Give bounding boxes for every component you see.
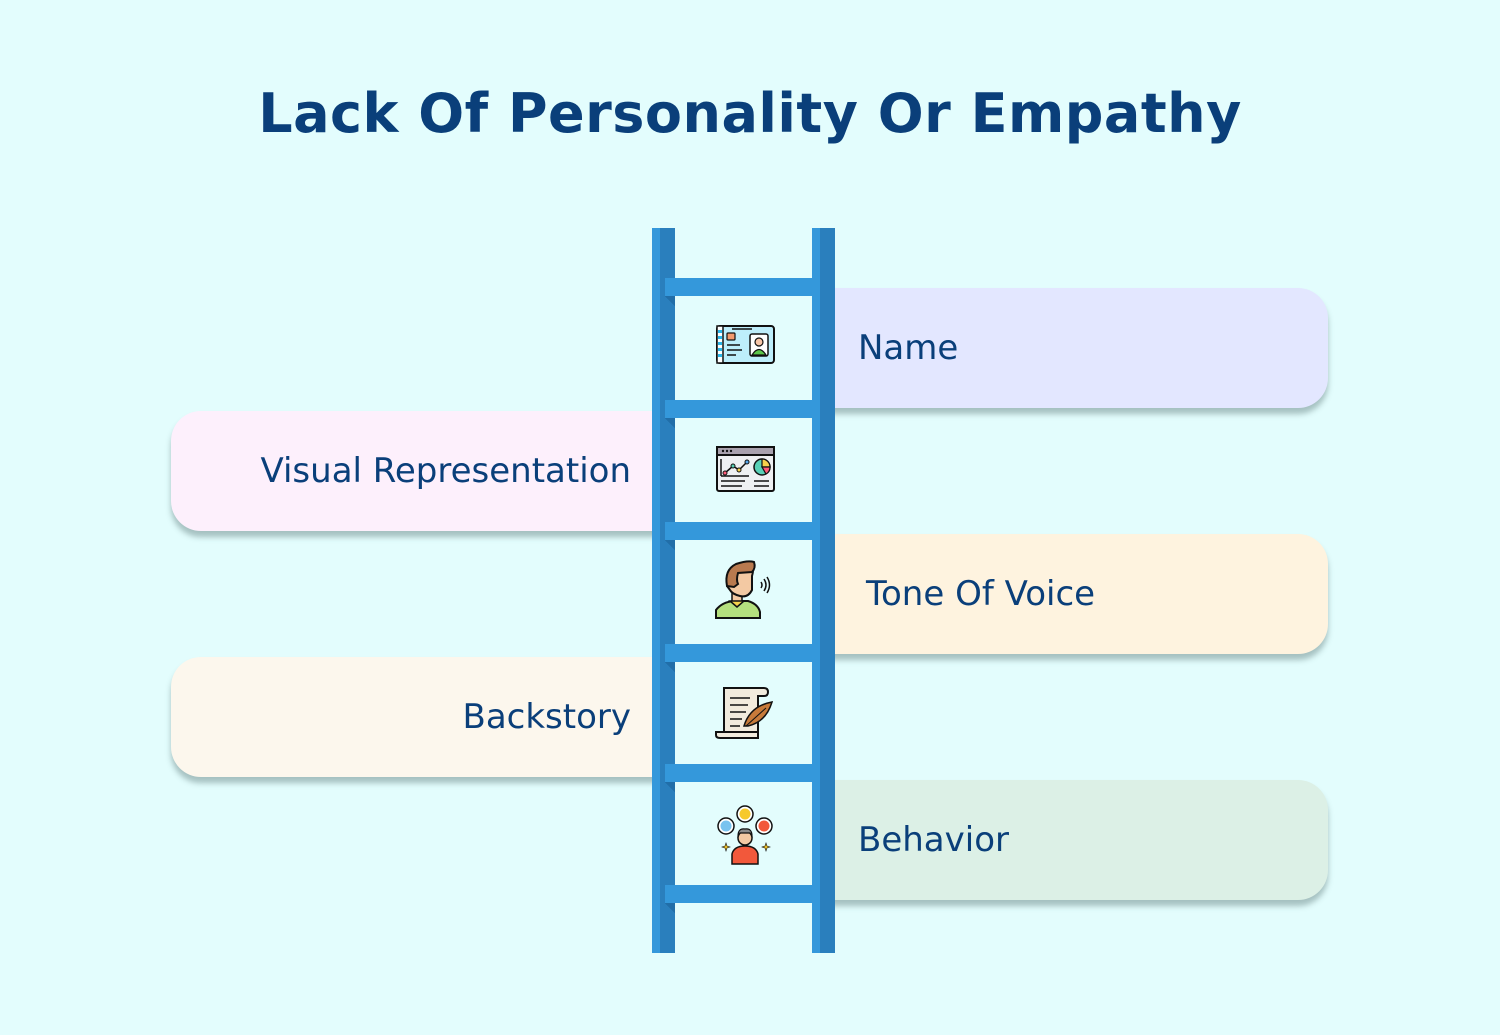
ladder-left-rail	[652, 228, 675, 953]
ladder-right-rail	[812, 228, 835, 953]
speaking-person-icon	[715, 560, 771, 619]
step-card-visual-representation: Visual Representation	[171, 411, 661, 531]
scroll-quill-icon	[715, 687, 774, 739]
step-card-backstory: Backstory	[171, 657, 661, 777]
ladder-rung	[665, 522, 812, 550]
ladder-rung	[665, 278, 812, 306]
step-label: Behavior	[858, 820, 1009, 860]
step-card-tone-of-voice: Tone Of Voice	[825, 534, 1328, 654]
step-label: Tone Of Voice	[866, 574, 1096, 614]
step-card-name: Name	[825, 288, 1328, 408]
ladder-rung	[665, 764, 812, 792]
step-card-behavior: Behavior	[825, 780, 1328, 900]
analytics-dashboard-icon	[716, 446, 775, 492]
id-card-icon	[716, 325, 775, 364]
ladder-rung	[665, 400, 812, 428]
step-label: Name	[858, 328, 959, 368]
page-title: Lack Of Personality Or Empathy	[258, 82, 1242, 145]
step-label: Backstory	[462, 697, 632, 737]
emotions-person-icon	[717, 805, 773, 865]
ladder-rung	[665, 885, 812, 913]
ladder-rung	[665, 644, 812, 672]
step-label: Visual Representation	[260, 451, 631, 491]
